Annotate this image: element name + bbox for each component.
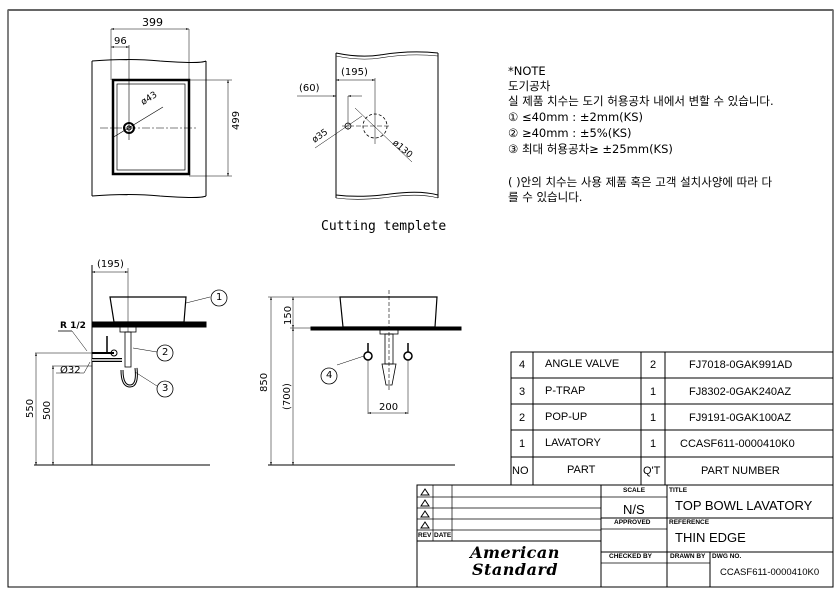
cell-qty: 1 [650, 386, 657, 398]
side-view [34, 265, 228, 466]
label-thread: R 1/2 [60, 321, 86, 331]
side-dim-offset: (195) [97, 259, 124, 270]
dim-valve-height: 550 [25, 398, 36, 418]
dwg-value: CCASF611-0000410K0 [720, 567, 820, 578]
dim-depth: 499 [231, 110, 242, 130]
cell-no: 2 [519, 412, 526, 424]
dim-width: 399 [142, 16, 163, 29]
revision-triangle-icon [420, 499, 430, 507]
cell-part: POP-UP [545, 411, 588, 423]
cell-part: ANGLE VALVE [545, 358, 620, 370]
cell-no: 1 [519, 438, 526, 450]
rev-label: REV [418, 532, 432, 539]
scale-value: N/S [623, 502, 645, 517]
front-view [268, 290, 462, 466]
label-pipe: Ø32 [60, 365, 81, 376]
dim-bowl-height: 150 [283, 305, 294, 325]
cell-part-number: CCASF611-0000410K0 [680, 438, 795, 450]
note-line: ① ≤40mm : ±2mm(KS) [508, 110, 643, 124]
reference-value: THIN EDGE [675, 530, 746, 545]
revision-triangle-icon [420, 510, 430, 518]
revision-triangle-icon [420, 488, 430, 496]
title-value: TOP BOWL LAVATORY [675, 498, 813, 513]
callout-2: 2 [162, 347, 169, 358]
cell-part-number: FJ8302-0GAK240AZ [689, 386, 792, 398]
top-view [91, 28, 232, 198]
template-dim-tap-offset: (60) [299, 83, 320, 94]
cell-part: LAVATORY [545, 437, 601, 449]
dim-valve-spacing: 200 [379, 402, 399, 413]
dim-total-height: 850 [259, 372, 270, 392]
cell-qty: 1 [650, 438, 657, 450]
header-qty: Q'T [643, 465, 661, 477]
note-line: 를 수 있습니다. [508, 190, 583, 204]
note-line: ( )안의 치수는 사용 제품 혹은 고객 설치사양에 따라 다 [508, 175, 773, 189]
logo-line-1: American [470, 543, 560, 562]
revision-triangles [420, 488, 430, 529]
dwg-label: DWG NO. [712, 553, 742, 560]
header-part: PART [567, 464, 596, 476]
dim-drain-height: 500 [42, 400, 53, 420]
approved-label: APPROVED [614, 519, 651, 526]
cell-part-number: FJ7018-0GAK991AD [689, 359, 793, 371]
note-line: 실 제품 치수는 도기 허용공차 내에서 변할 수 있습니다. [508, 94, 774, 108]
callout-4: 4 [326, 370, 333, 381]
callout-1: 1 [216, 292, 223, 303]
title-label: TITLE [669, 487, 688, 494]
note-heading: *NOTE [508, 64, 546, 78]
brand-logo: American Standard [470, 544, 560, 578]
cell-part: P-TRAP [545, 385, 586, 397]
reference-label: REFERENCE [669, 519, 710, 526]
scale-label: SCALE [623, 487, 646, 494]
template-dim-offset: (195) [341, 67, 368, 78]
dim-counter-height: (700) [282, 383, 293, 410]
logo-line-2: Standard [471, 560, 559, 579]
title-block-grid [416, 484, 834, 588]
date-label: DATE [434, 532, 452, 539]
header-part-number: PART NUMBER [701, 465, 780, 477]
dim-drain-offset: 96 [114, 36, 127, 47]
note-line: ③ 최대 허용공차≥ ±25mm(KS) [508, 142, 673, 156]
revision-triangle-icon [420, 521, 430, 529]
cell-qty: 2 [650, 359, 657, 371]
parts-table-grid [510, 351, 834, 486]
cutting-template [297, 51, 439, 200]
drawn-label: DRAWN BY [670, 553, 706, 560]
template-caption: Cutting templete [321, 219, 447, 234]
cell-no: 3 [519, 386, 526, 398]
note-line: ② ≥40mm : ±5%(KS) [508, 126, 632, 140]
callout-3: 3 [162, 383, 169, 394]
header-no: NO [512, 465, 529, 477]
cell-part-number: FJ9191-0GAK100AZ [689, 412, 792, 424]
cell-no: 4 [519, 359, 526, 371]
note-subheading: 도기공차 [508, 79, 551, 93]
checked-label: CHECKED BY [609, 553, 652, 560]
cell-qty: 1 [650, 412, 657, 424]
